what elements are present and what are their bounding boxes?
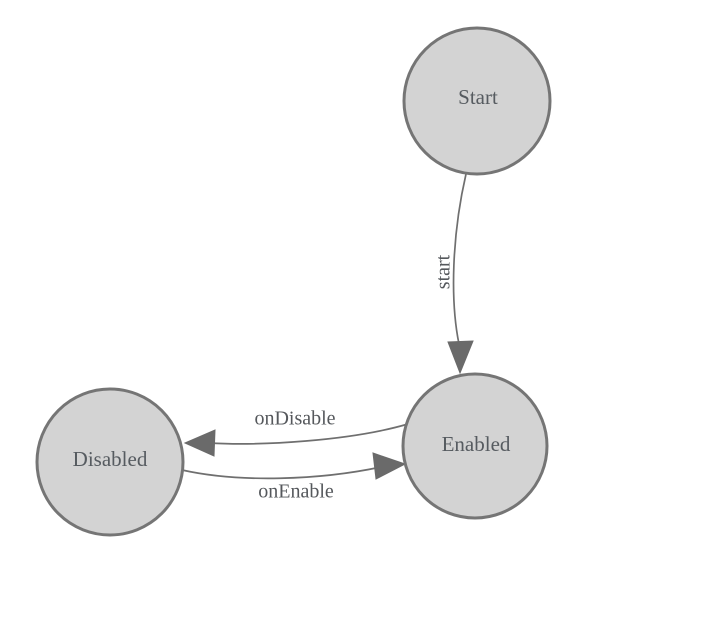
edge-disabled-to-enabled-label: onEnable [258,481,334,503]
node-disabled[interactable]: Disabled [35,387,185,537]
edge-start-to-enabled-path [452,173,467,345]
node-enabled[interactable]: Enabled [401,372,549,520]
edge-enabled-to-disabled[interactable]: onDisable [183,408,409,457]
edge-enabled-to-disabled-arrowhead [183,429,216,457]
edge-disabled-to-enabled-arrowhead [372,452,407,480]
edge-disabled-to-enabled-path [181,466,382,480]
node-start-label: Start [458,85,498,109]
edge-start-to-enabled-arrowhead [447,340,474,375]
node-enabled-circle [401,372,549,520]
edge-disabled-to-enabled[interactable]: onEnable [181,452,407,503]
node-enabled-label: Enabled [442,432,511,456]
node-disabled-label: Disabled [73,447,148,471]
node-start-circle [402,26,552,176]
edge-enabled-to-disabled-path [208,423,409,445]
node-disabled-circle [35,387,185,537]
edge-start-to-enabled[interactable]: start [433,173,474,375]
node-start[interactable]: Start [402,26,552,176]
edge-start-to-enabled-label: start [433,254,455,289]
edge-enabled-to-disabled-label: onDisable [254,408,335,430]
